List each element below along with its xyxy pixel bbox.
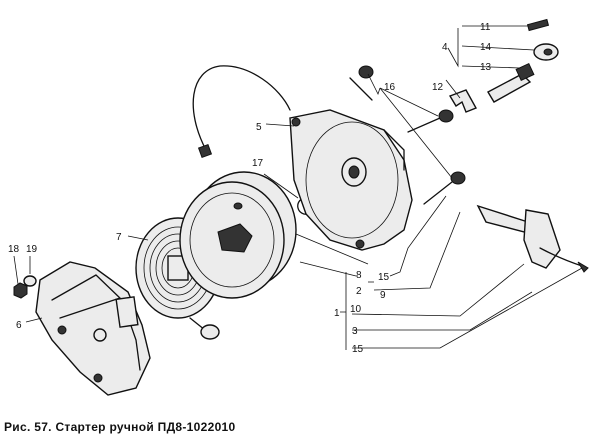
callout-11: 11 xyxy=(480,22,491,33)
leader-lines xyxy=(13,25,583,350)
callout-6: 6 xyxy=(16,320,22,331)
part-18-19-nut-washer xyxy=(13,275,37,299)
callout-17: 17 xyxy=(252,158,264,169)
part-11-14-shaft-assembly xyxy=(487,18,559,103)
callout-10: 10 xyxy=(350,304,362,315)
callout-2: 2 xyxy=(356,286,362,297)
callout-9: 9 xyxy=(380,290,386,301)
callout-16: 16 xyxy=(384,82,396,93)
part-5-starter-housing xyxy=(289,109,413,251)
cable-end xyxy=(197,143,213,159)
callout-8: 8 xyxy=(356,270,362,281)
callout-19: 19 xyxy=(26,244,38,255)
callout-3: 3 xyxy=(352,326,358,337)
callout-5: 5 xyxy=(256,122,262,133)
callout-13: 13 xyxy=(480,62,492,73)
part-handle xyxy=(476,204,589,273)
callout-15-top: 15 xyxy=(378,272,390,283)
callout-15-bottom: 15 xyxy=(352,344,364,355)
part-pulley-drum xyxy=(179,171,297,299)
callout-7: 7 xyxy=(116,232,122,243)
figure-caption: Рис. 57. Стартер ручной ПД8-1022010 xyxy=(4,420,236,434)
callout-14: 14 xyxy=(480,42,492,53)
callout-18: 18 xyxy=(8,244,20,255)
part-6-rear-cover xyxy=(35,261,151,396)
callout-4: 4 xyxy=(442,42,448,53)
callout-1: 1 xyxy=(334,308,340,319)
starter-cable xyxy=(192,65,291,151)
callout-12: 12 xyxy=(432,82,444,93)
part-12-bracket xyxy=(448,89,477,113)
